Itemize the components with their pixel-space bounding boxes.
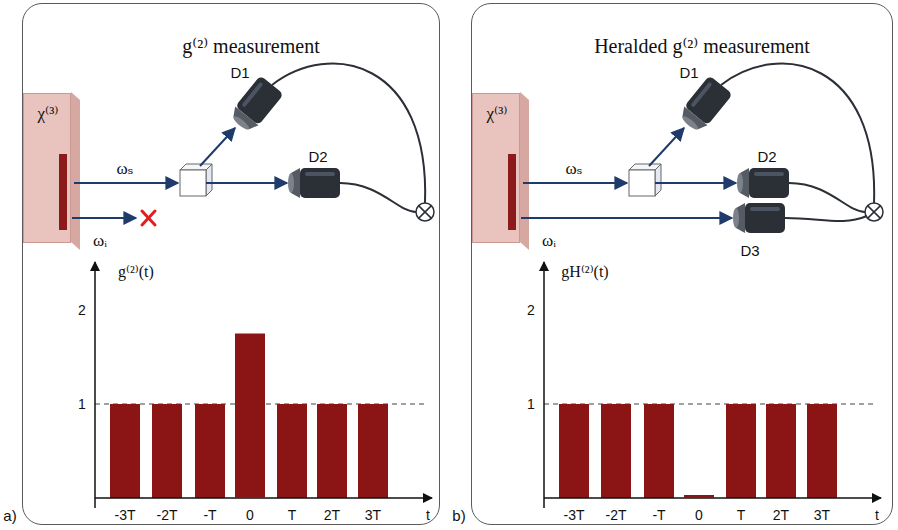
tick-label: 2T <box>773 508 789 522</box>
detector-label: D1 <box>679 65 698 80</box>
cable <box>785 216 867 221</box>
axis-title: t <box>426 508 430 522</box>
tick-label: 1 <box>78 397 86 411</box>
detector-label: D3 <box>740 243 759 258</box>
tick-label: -T <box>203 508 216 522</box>
panel: g⁽²⁾ measurement χ⁽³⁾ <box>22 3 440 525</box>
emitter-stripe <box>59 154 67 230</box>
tick-label: 0 <box>695 508 703 522</box>
detector <box>733 203 785 233</box>
nonlinear-crystal: χ⁽³⁾ <box>23 93 71 243</box>
tick-label: 1 <box>527 397 535 411</box>
tick-label: T <box>737 508 746 522</box>
nonlinear-crystal: χ⁽³⁾ <box>472 93 520 243</box>
beam-label: ωᵢ <box>93 232 107 249</box>
tick-label: 3T <box>814 508 830 522</box>
detector-label: D2 <box>308 149 327 164</box>
tick-label: -2T <box>606 508 627 522</box>
histogram-bar <box>684 495 714 498</box>
tick-label: T <box>288 508 297 522</box>
axis-title: g⁽²⁾(t) <box>118 264 154 280</box>
tick-label: 2T <box>324 508 340 522</box>
tick-label: -2T <box>157 508 178 522</box>
tick-label: 2 <box>527 303 535 317</box>
idler-beam <box>72 217 136 219</box>
beam-label: ωᵢ <box>542 232 556 249</box>
tick-label: 3T <box>365 508 381 522</box>
tick-label: -T <box>652 508 665 522</box>
tick-label: -3T <box>115 508 136 522</box>
beam-label: ωₛ <box>566 160 583 177</box>
detector-label: D2 <box>757 149 776 164</box>
tick-label: -3T <box>564 508 585 522</box>
tick-label: 0 <box>246 508 254 522</box>
blocked-mark <box>142 211 155 225</box>
panel-letter: a) <box>3 508 16 523</box>
axis-title: gH⁽²⁾(t) <box>561 264 608 280</box>
panel-title: Heralded g⁽²⁾ measurement <box>594 35 810 57</box>
beam-label: ωₛ <box>117 160 134 177</box>
panel-title: g⁽²⁾ measurement <box>182 35 319 57</box>
emitter-stripe <box>508 154 516 230</box>
histogram-bar <box>235 334 265 499</box>
tick-label: 2 <box>78 303 86 317</box>
detector-label: D1 <box>230 65 249 80</box>
axis-title: t <box>875 508 879 522</box>
setup-b <box>520 64 883 508</box>
crystal-label: χ⁽³⁾ <box>38 105 59 124</box>
panel-letter: b) <box>452 508 465 523</box>
crystal-label: χ⁽³⁾ <box>487 105 508 124</box>
panel: Heralded g⁽²⁾ measurement χ⁽³⁾ <box>471 3 893 525</box>
setup-a <box>71 64 434 508</box>
idler-beam <box>521 217 732 219</box>
